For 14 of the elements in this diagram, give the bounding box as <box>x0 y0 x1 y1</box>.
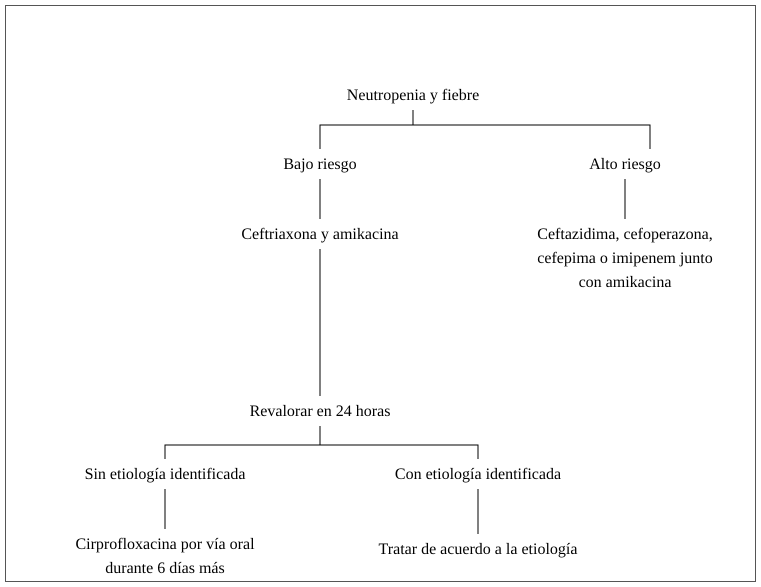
connector-line <box>624 178 626 220</box>
node-label: Ceftriaxona y amikacina <box>240 225 400 245</box>
connector-line <box>412 110 650 150</box>
node-label: Tratar de acuerdo a la etiología <box>378 540 578 560</box>
node-label: Revalorar en 24 horas <box>248 402 392 422</box>
node-label: Con etiología identificada <box>394 465 562 485</box>
node-label: Bajo riesgo <box>282 155 358 175</box>
node-label: Cirprofloxacina por vía oral durante 6 días más <box>74 535 256 579</box>
node-label: Sin etiología identificada <box>84 465 246 485</box>
connector-line <box>164 488 166 530</box>
node-label: Neutropenia y fiebre <box>346 86 480 106</box>
node-label: Ceftazidima, cefoperazona, cefepima o imipenem junto con amikacina <box>536 225 714 293</box>
node-label: Alto riesgo <box>588 155 662 175</box>
connector-line <box>320 426 478 460</box>
